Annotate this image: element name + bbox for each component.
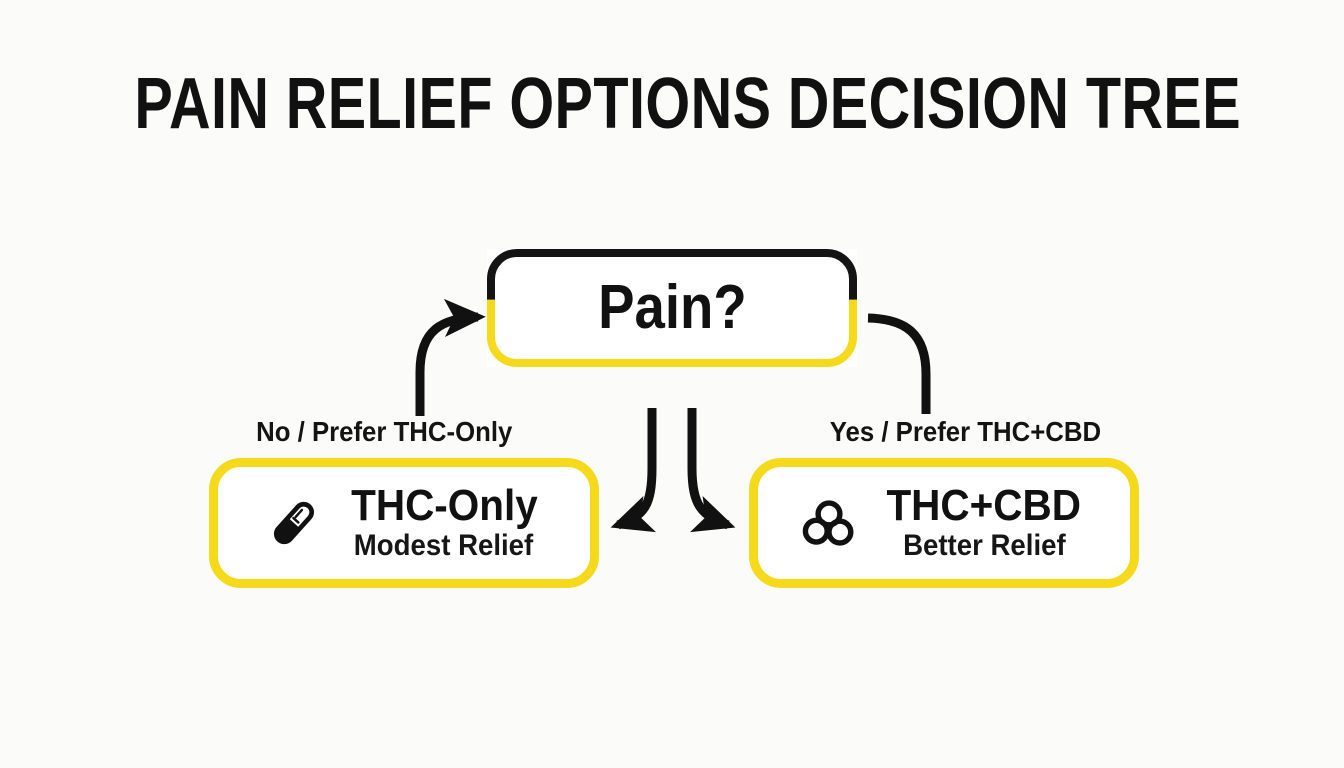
connector-root-to-thc-cbd — [687, 408, 736, 533]
page-title: PAIN RELIEF OPTIONS DECISION TREE — [134, 64, 1242, 144]
connector-into-root-left — [415, 298, 486, 416]
root-node-fill — [492, 254, 852, 362]
outcome-node-thc-only[interactable]: THC-Only Modest Relief — [209, 458, 599, 588]
edge-label-yes-prefer-thc-cbd: Yes / Prefer THC+CBD — [829, 416, 1102, 447]
decision-node-label: Pain? — [597, 273, 747, 342]
edge-label-no-prefer-thc-only: No / Prefer THC-Only — [256, 416, 513, 447]
decision-node-pain[interactable]: Pain? — [487, 249, 857, 367]
root-node-border — [487, 249, 857, 367]
outcome-text-block: THC-Only Modest Relief — [343, 481, 546, 563]
outcome-subtitle: Modest Relief — [354, 529, 534, 563]
connector-root-to-thc-only — [610, 408, 657, 533]
outcome-text-block: THC+CBD Better Relief — [878, 481, 1089, 563]
root-border-bottom-yellow — [487, 299, 857, 367]
outcome-subtitle: Better Relief — [902, 529, 1066, 563]
molecule-rings-icon — [798, 492, 860, 554]
capsule-icon — [263, 492, 325, 554]
outcome-title: THC-Only — [350, 481, 538, 531]
outcome-title: THC+CBD — [886, 481, 1082, 531]
connector-out-of-root-right — [867, 313, 931, 414]
outcome-node-thc-cbd[interactable]: THC+CBD Better Relief — [749, 458, 1139, 588]
root-border-top-black — [487, 249, 857, 300]
